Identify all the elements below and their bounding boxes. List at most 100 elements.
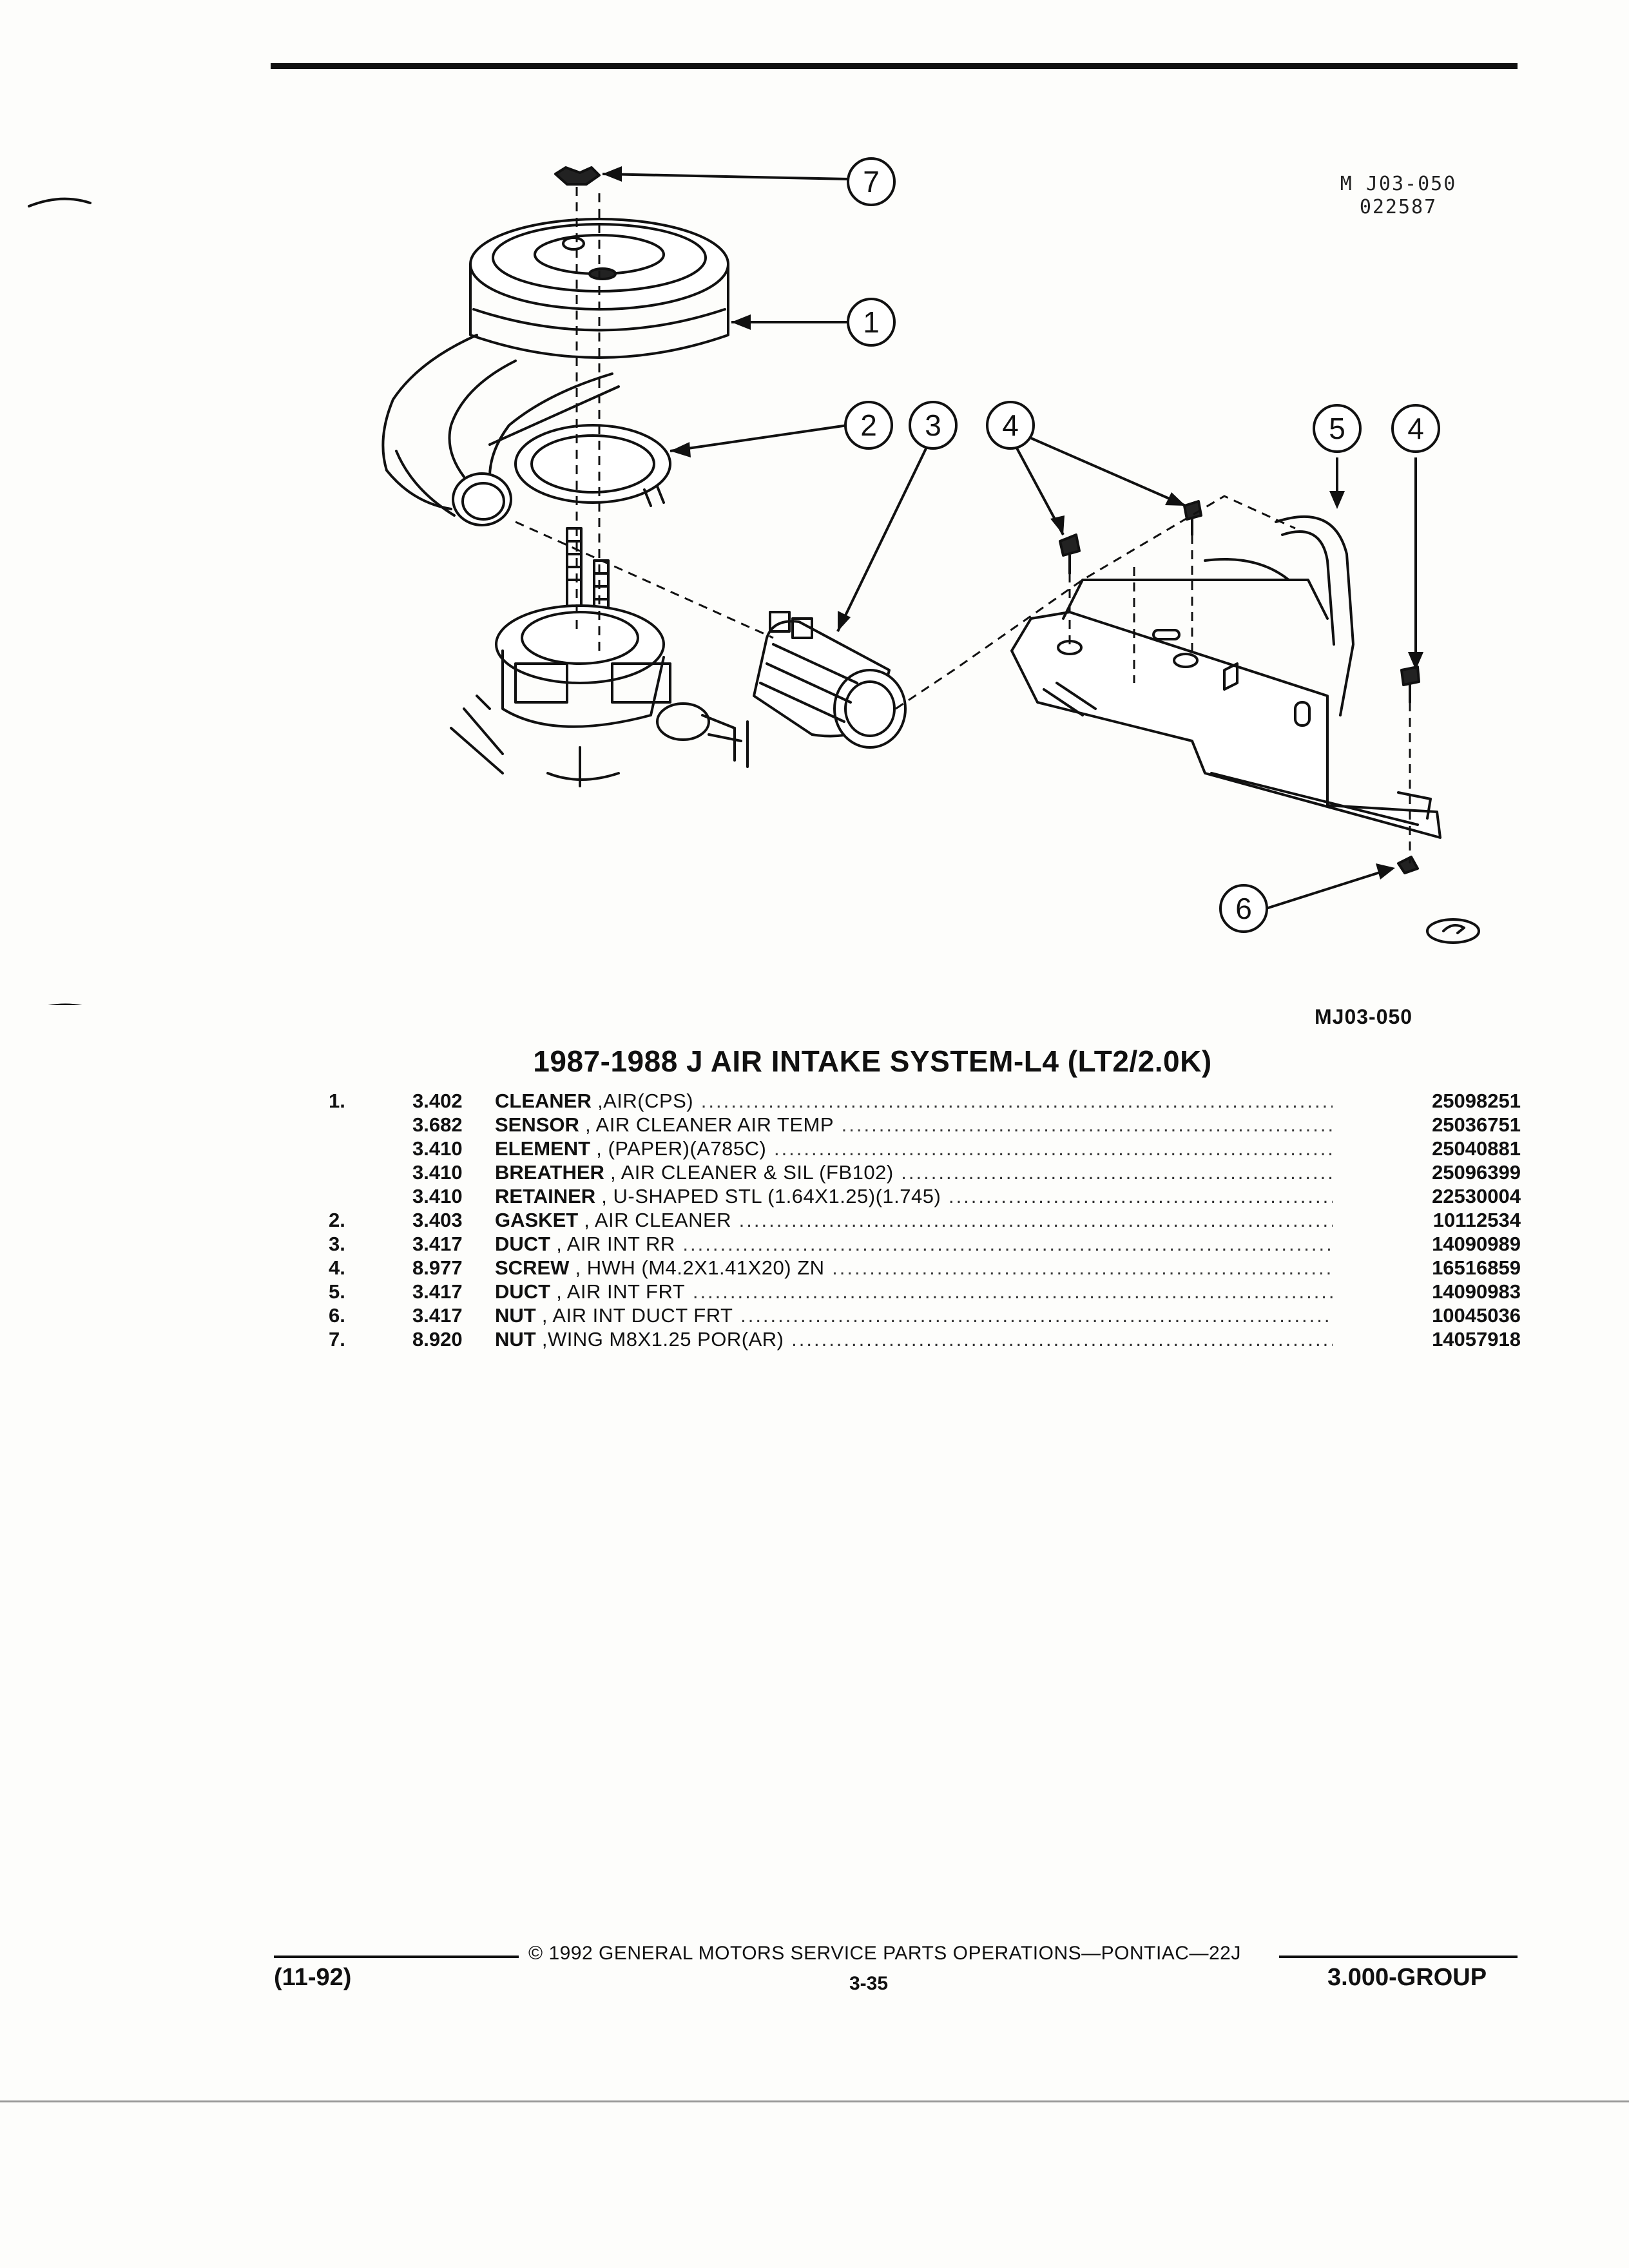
- part-number: 25098251: [1432, 1090, 1521, 1112]
- parts-row: 2. 3.403 GASKET , AIR CLEANER ..........…: [329, 1208, 1521, 1232]
- callout-circle: [1391, 404, 1440, 453]
- callout-number: 4: [1407, 412, 1424, 445]
- callout-number: 7: [863, 165, 880, 198]
- callout-circle: [986, 401, 1035, 450]
- part-description: ELEMENT , (PAPER)(A785C) ...............…: [495, 1137, 1333, 1160]
- group-number: 3.417: [412, 1304, 463, 1327]
- part-name: RETAINER: [495, 1185, 596, 1207]
- item-number: 7.: [329, 1328, 345, 1350]
- part-detail: , (PAPER)(A785C): [590, 1137, 767, 1160]
- parts-row: 3.410 ELEMENT , (PAPER)(A785C) .........…: [329, 1137, 1521, 1160]
- callout-circle: [847, 298, 896, 347]
- parts-row: 3.682 SENSOR , AIR CLEANER AIR TEMP ....…: [329, 1113, 1521, 1137]
- part-description: DUCT , AIR INT RR ......................…: [495, 1233, 1333, 1255]
- part-number: 14090983: [1432, 1280, 1521, 1303]
- parts-row: 1. 3.402 CLEANER ,AIR(CPS) .............…: [329, 1089, 1521, 1113]
- item-number: 6.: [329, 1304, 345, 1327]
- part-description: RETAINER , U-SHAPED STL (1.64X1.25)(1.74…: [495, 1185, 1333, 1207]
- revision-date: (11-92): [274, 1964, 352, 1991]
- part-name: CLEANER: [495, 1090, 592, 1112]
- air-cleaner-drawing: [381, 218, 729, 526]
- part-name: ELEMENT: [495, 1137, 591, 1160]
- part-name: BREATHER: [495, 1161, 604, 1184]
- part-detail: , AIR CLEANER & SIL (FB102): [604, 1161, 894, 1184]
- part-name: NUT: [495, 1304, 536, 1327]
- gm-mark: [1442, 924, 1465, 934]
- group-number: 3.403: [412, 1209, 463, 1231]
- group-number: 3.682: [412, 1113, 463, 1136]
- callout-circle: [1313, 404, 1362, 453]
- part-description: SCREW , HWH (M4.2X1.41X20) ZN ..........…: [495, 1256, 1333, 1279]
- part-number: 10045036: [1432, 1304, 1521, 1327]
- group-label: 3.000-GROUP: [1327, 1964, 1487, 1991]
- parts-row: 3. 3.417 DUCT , AIR INT RR .............…: [329, 1232, 1521, 1256]
- parts-row: 3.410 RETAINER , U-SHAPED STL (1.64X1.25…: [329, 1184, 1521, 1208]
- footer-rule-right: [1279, 1956, 1518, 1958]
- parts-row: 5. 3.417 DUCT , AIR INT FRT ............…: [329, 1280, 1521, 1303]
- binding-mark: [28, 197, 92, 207]
- item-number: 3.: [329, 1233, 345, 1255]
- parts-row: 6. 3.417 NUT , AIR INT DUCT FRT ........…: [329, 1303, 1521, 1327]
- callout-circle: [844, 401, 893, 450]
- part-detail: , AIR CLEANER AIR TEMP: [579, 1113, 834, 1136]
- front-duct-drawing: [1010, 515, 1441, 839]
- callout-number: 5: [1329, 412, 1345, 445]
- part-number: 22530004: [1432, 1185, 1521, 1207]
- parts-row: 7. 8.920 NUT ,WING M8X1.25 POR(AR) .....…: [329, 1327, 1521, 1351]
- copyright-notice: © 1992 GENERAL MOTORS SERVICE PARTS OPER…: [528, 1943, 1241, 1964]
- diagram-code-block: M J03-050 022587: [1315, 173, 1482, 219]
- callout-number: 1: [863, 305, 880, 339]
- part-description: CLEANER ,AIR(CPS) ......................…: [495, 1090, 1333, 1112]
- part-name: DUCT: [495, 1233, 551, 1255]
- diagram-code: MJ03-050: [1315, 1005, 1413, 1028]
- callout-circle: [1219, 884, 1268, 933]
- part-detail: , AIR INT FRT: [550, 1280, 686, 1303]
- rear-duct-drawing: [753, 611, 907, 749]
- gasket-drawing: [514, 424, 671, 507]
- diagram-code-top: M J03-050: [1340, 173, 1457, 195]
- part-number: 25036751: [1432, 1113, 1521, 1136]
- item-number: 2.: [329, 1209, 345, 1231]
- item-number: 4.: [329, 1256, 345, 1279]
- part-detail: ,AIR(CPS): [591, 1090, 694, 1112]
- callout-number: 6: [1235, 892, 1252, 925]
- scan-edge-line: [0, 2100, 1629, 2102]
- part-detail: , HWH (M4.2X1.41X20) ZN: [569, 1256, 825, 1279]
- part-description: BREATHER , AIR CLEANER & SIL (FB102) ...…: [495, 1161, 1333, 1184]
- callout-circle: [909, 401, 958, 450]
- part-number: 14090989: [1432, 1233, 1521, 1255]
- group-number: 3.417: [412, 1233, 463, 1255]
- part-name: NUT: [495, 1328, 536, 1350]
- part-detail: , AIR INT RR: [550, 1233, 675, 1255]
- item-number: 5.: [329, 1280, 345, 1303]
- group-number: 8.920: [412, 1328, 463, 1350]
- page-title: 1987-1988 J AIR INTAKE SYSTEM-L4 (LT2/2.…: [533, 1044, 1212, 1078]
- part-detail: , AIR CLEANER: [578, 1209, 732, 1231]
- group-number: 3.402: [412, 1090, 463, 1112]
- part-number: 16516859: [1432, 1256, 1521, 1279]
- exploded-parts-diagram: 7 1 2 3 4 5 4 6: [28, 157, 1480, 1005]
- part-name: GASKET: [495, 1209, 579, 1231]
- part-name: SCREW: [495, 1256, 570, 1279]
- part-number: 25040881: [1432, 1137, 1521, 1160]
- group-number: 3.410: [412, 1137, 463, 1160]
- footer-rule-left: [274, 1956, 519, 1958]
- group-number: 8.977: [412, 1256, 463, 1279]
- part-detail: , AIR INT DUCT FRT: [535, 1304, 733, 1327]
- parts-row: 3.410 BREATHER , AIR CLEANER & SIL (FB10…: [329, 1160, 1521, 1184]
- part-description: GASKET , AIR CLEANER ...................…: [495, 1209, 1333, 1231]
- throttle-body-drawing: [450, 527, 749, 787]
- group-number: 3.417: [412, 1280, 463, 1303]
- callout-circle: [847, 157, 896, 206]
- part-description: NUT ,WING M8X1.25 POR(AR) ..............…: [495, 1328, 1333, 1350]
- part-description: SENSOR , AIR CLEANER AIR TEMP ..........…: [495, 1113, 1333, 1136]
- part-description: DUCT , AIR INT FRT .....................…: [495, 1280, 1333, 1303]
- part-number: 25096399: [1432, 1161, 1521, 1184]
- group-number: 3.410: [412, 1185, 463, 1207]
- diagram-date: 022587: [1359, 196, 1438, 218]
- part-detail: ,WING M8X1.25 POR(AR): [535, 1328, 784, 1350]
- callout-number: 3: [925, 408, 941, 442]
- nut-6-drawing: [1397, 856, 1419, 874]
- part-number: 14057918: [1432, 1328, 1521, 1350]
- wing-nut-7-drawing: [554, 166, 601, 186]
